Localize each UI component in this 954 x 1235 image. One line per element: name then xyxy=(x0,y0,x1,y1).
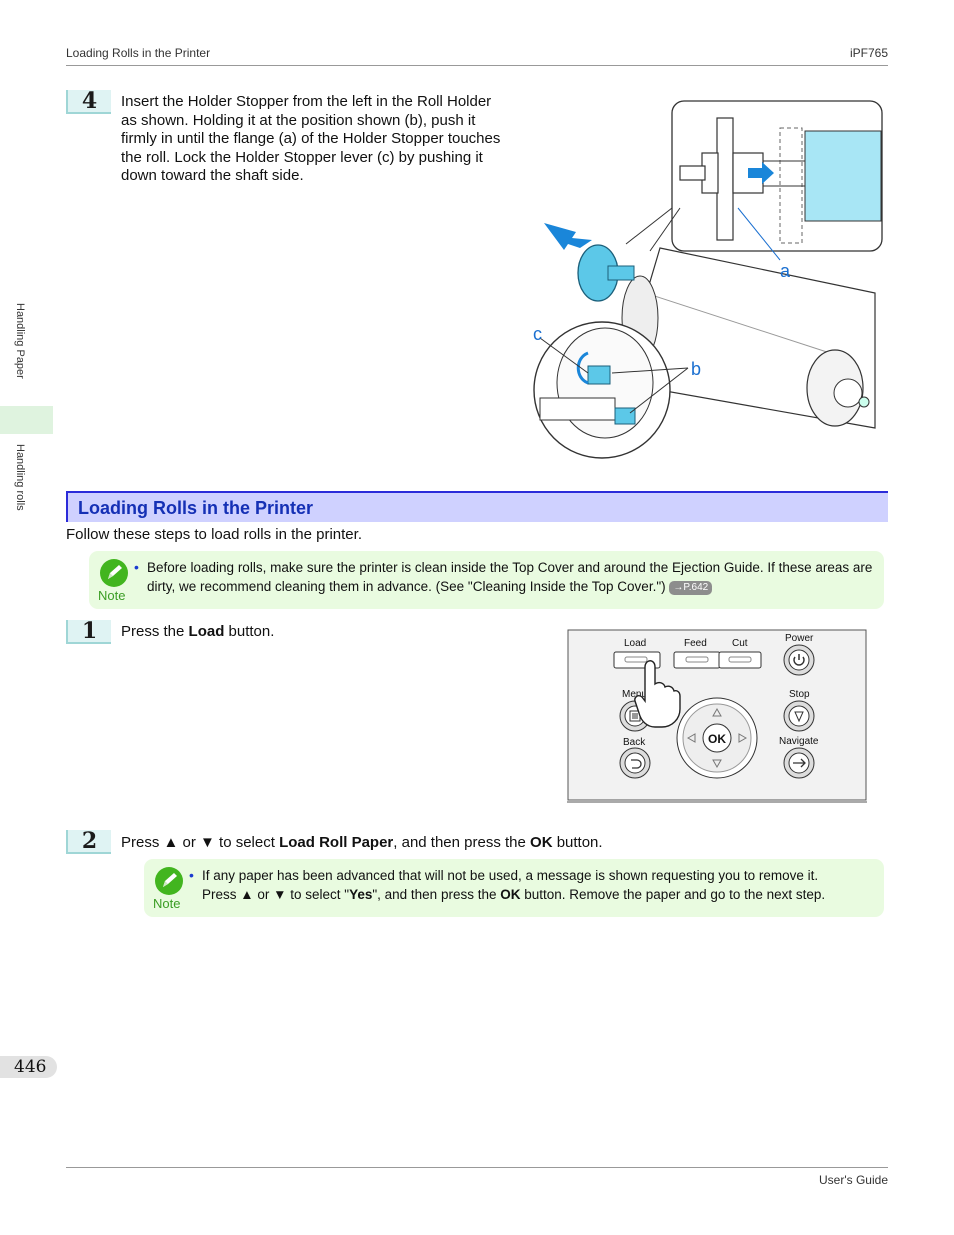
power-button[interactable] xyxy=(783,644,815,676)
note-label: Note xyxy=(153,896,181,911)
navigate-button[interactable] xyxy=(783,747,815,779)
holder-stopper-illustration: a b c xyxy=(533,100,883,459)
section-heading-bar: Loading Rolls in the Printer xyxy=(66,491,888,522)
note-line-text: ", and then press the xyxy=(372,887,501,902)
step-number-1: 1 xyxy=(66,620,111,644)
note-box: Note • Before loading rolls, make sure t… xyxy=(89,551,884,609)
feed-button[interactable] xyxy=(673,651,721,669)
note-line: If any paper has been advanced that will… xyxy=(202,868,819,883)
arrow-pad[interactable]: OK xyxy=(676,697,758,779)
step-4-line: Insert the Holder Stopper from the left … xyxy=(121,93,492,110)
control-panel-illustration: Load Feed Cut Power Menu Stop Back Navig… xyxy=(567,629,867,803)
footer-divider xyxy=(66,1167,888,1168)
step-2-text-pre: Press ▲ or ▼ to select xyxy=(121,834,280,851)
page-number-tab xyxy=(0,1056,57,1078)
step-number-4: 4 xyxy=(66,90,111,114)
callout-b: b xyxy=(691,359,701,379)
panel-label-menu: Menu xyxy=(622,689,647,700)
right-arrow-icon[interactable] xyxy=(738,733,748,743)
step-4-text: Insert the Holder Stopper from the left … xyxy=(121,93,526,186)
section-intro: Follow these steps to load rolls in the … xyxy=(66,526,362,543)
panel-label-load: Load xyxy=(624,638,646,649)
panel-label-navigate: Navigate xyxy=(779,736,819,747)
panel-label-power: Power xyxy=(785,633,814,644)
step-1-text-post: button. xyxy=(224,623,275,640)
step-2-text-bold: Load Roll Paper xyxy=(279,834,394,851)
page-number: 446 xyxy=(14,1057,47,1077)
pointing-hand-icon xyxy=(634,660,681,728)
cut-button[interactable] xyxy=(718,651,762,669)
step-1-text: Press the Load button. xyxy=(121,623,274,642)
step-1-text-bold: Load xyxy=(188,623,225,640)
note-line-bold: OK xyxy=(500,887,521,902)
panel-label-stop: Stop xyxy=(789,689,810,700)
side-tab-active-marker xyxy=(0,406,53,434)
note-line-bold: Yes xyxy=(349,887,373,902)
up-arrow-icon[interactable] xyxy=(712,707,722,717)
note-label: Note xyxy=(98,588,126,603)
running-header-model: iPF765 xyxy=(849,46,888,60)
note-line-text: dirty, we recommend cleaning them in adv… xyxy=(147,579,666,594)
panel-label-feed: Feed xyxy=(684,638,707,649)
note-line-2: Press ▲ or ▼ to select "Yes", and then p… xyxy=(202,885,874,904)
note-line-text: Press ▲ or ▼ to select " xyxy=(202,887,350,902)
down-arrow-icon[interactable] xyxy=(712,759,722,769)
step-2-text-mid: , and then press the xyxy=(393,834,531,851)
note-line-text: button. Remove the paper and go to the n… xyxy=(520,887,826,902)
pencil-icon xyxy=(100,559,128,587)
side-tab-handling-paper[interactable]: Handling Paper xyxy=(14,303,26,379)
pencil-icon xyxy=(155,867,183,895)
note-body: • If any paper has been advanced that wi… xyxy=(189,866,874,904)
step-4-line: the roll. Lock the Holder Stopper lever … xyxy=(121,148,483,166)
section-title: Loading Rolls in the Printer xyxy=(78,498,314,518)
step-number-2: 2 xyxy=(66,830,111,854)
step-4-line: as shown. Holding it at the position sho… xyxy=(121,111,476,129)
panel-label-back: Back xyxy=(623,737,646,748)
back-button[interactable] xyxy=(619,747,651,779)
running-header-title: Loading Rolls in the Printer xyxy=(66,46,211,60)
step-1-text-pre: Press the xyxy=(121,623,189,640)
note-box: Note • If any paper has been advanced th… xyxy=(144,859,884,917)
note-line-2: dirty, we recommend cleaning them in adv… xyxy=(147,577,874,596)
step-2-text-post: button. xyxy=(552,834,603,851)
step-4-line: firmly in until the flange (a) of the Ho… xyxy=(121,130,501,147)
panel-label-cut: Cut xyxy=(732,638,748,649)
load-button[interactable] xyxy=(613,651,661,669)
side-tab-handling-rolls[interactable]: Handling rolls xyxy=(14,444,26,511)
page-reference-link[interactable]: →P.642 xyxy=(669,581,713,595)
step-4-line: down toward the shaft side. xyxy=(121,167,304,184)
header-divider xyxy=(66,65,888,66)
note-bullet: • xyxy=(189,867,194,883)
footer-guide-title: User's Guide xyxy=(819,1173,888,1187)
step-2-text-bold-2: OK xyxy=(530,834,553,851)
note-line: Before loading rolls, make sure the prin… xyxy=(147,560,873,575)
callout-a: a xyxy=(780,261,791,281)
note-body: • Before loading rolls, make sure the pr… xyxy=(134,558,874,596)
ok-button[interactable]: OK xyxy=(708,732,726,746)
left-arrow-icon[interactable] xyxy=(686,733,696,743)
step-2-text: Press ▲ or ▼ to select Load Roll Paper, … xyxy=(121,834,603,853)
note-bullet: • xyxy=(134,559,139,575)
callout-c: c xyxy=(533,324,542,344)
stop-button[interactable] xyxy=(783,700,815,732)
